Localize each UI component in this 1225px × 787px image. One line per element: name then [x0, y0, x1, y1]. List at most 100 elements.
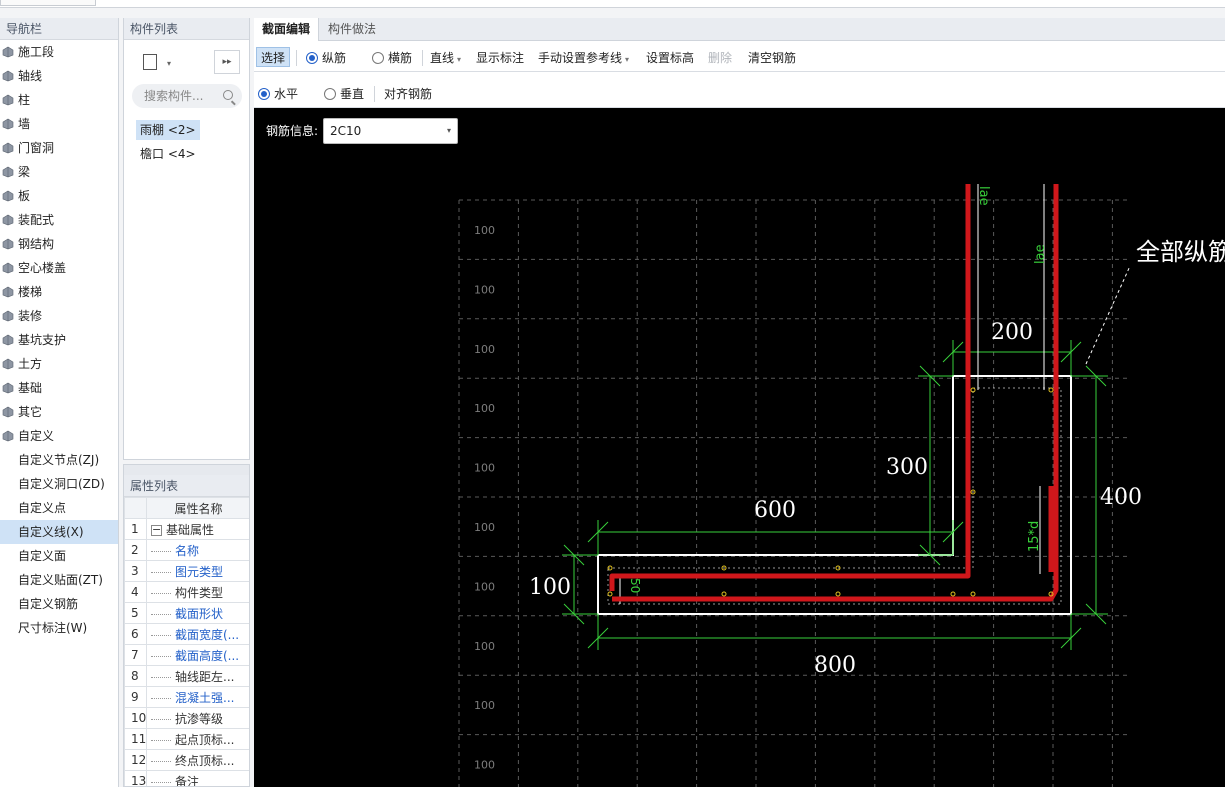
nav-item-wall[interactable]: 墙 — [0, 112, 118, 136]
property-name-cell: 截面宽度(... — [146, 623, 249, 645]
rebar-node[interactable] — [835, 565, 841, 571]
nav-item-hollow-floor[interactable]: 空心楼盖 — [0, 256, 118, 280]
search-icon[interactable] — [223, 90, 233, 100]
select-button[interactable]: 选择 — [256, 47, 291, 67]
rebar-node[interactable] — [970, 591, 976, 597]
rebar-node[interactable] — [970, 489, 976, 495]
tab-component-method[interactable]: 构件做法 — [328, 22, 377, 36]
chevron-down-icon: ▾ — [457, 55, 462, 64]
rebar-node[interactable] — [1048, 591, 1054, 597]
rebar-group[interactable] — [609, 184, 1059, 602]
nav-item-earthwork[interactable]: 土方 — [0, 352, 118, 376]
nav-item-door-window[interactable]: 门窗洞 — [0, 136, 118, 160]
collapse-icon[interactable]: − — [151, 522, 162, 536]
nav-subitem[interactable]: 自定义洞口(ZD) — [0, 472, 118, 496]
rebar-info-select[interactable]: 2C10 ▾ — [323, 118, 458, 144]
line-mode-dropdown[interactable]: 直线▾ — [430, 48, 461, 68]
nav-item-steel-structure[interactable]: 钢结构 — [0, 232, 118, 256]
longitudinal-label: 纵筋 — [322, 51, 347, 65]
nav-subitem-label: 自定义钢筋 — [18, 597, 79, 611]
horizontal-radio[interactable]: 水平 — [258, 84, 298, 104]
rebar-node[interactable] — [721, 565, 727, 571]
nav-item-custom[interactable]: 自定义 — [0, 424, 118, 448]
dim-label-800: 800 — [814, 653, 856, 678]
component-list-panel: 构件列表 ▾ ▸▸ 搜索构件... 雨棚 <2> 檐口 <4> — [123, 18, 250, 460]
nav-item-slab[interactable]: 板 — [0, 184, 118, 208]
grid-label: 100 — [474, 521, 495, 534]
main-tabs: 截面编辑 构件做法 — [254, 18, 1225, 41]
nav-item-label: 其它 — [18, 405, 43, 419]
manual-reference-line-dropdown[interactable]: 手动设置参考线▾ — [538, 48, 629, 68]
nav-subitem[interactable]: 自定义面 — [0, 544, 118, 568]
tab-section-edit[interactable]: 截面编辑 — [254, 18, 320, 41]
grid-label: 100 — [474, 759, 495, 772]
align-rebar-button[interactable]: 对齐钢筋 — [384, 87, 433, 101]
nav-subitem[interactable]: 尺寸标注(W) — [0, 616, 118, 640]
longitudinal-rebar-radio[interactable]: 纵筋 — [306, 48, 346, 68]
show-labels-button[interactable]: 显示标注 — [476, 51, 525, 65]
nav-item-grid-axis[interactable]: 轴线 — [0, 64, 118, 88]
rebar-node[interactable] — [835, 591, 841, 597]
rebar-top[interactable] — [609, 184, 971, 591]
rebar-outer[interactable] — [612, 184, 1059, 602]
nav-item-prefab[interactable]: 装配式 — [0, 208, 118, 232]
new-component-button[interactable]: ▾ — [136, 50, 180, 74]
property-name-label: 起点顶标... — [175, 732, 235, 747]
set-elevation-button[interactable]: 设置标高 — [646, 51, 695, 65]
toolbar-separator — [374, 86, 375, 102]
nav-subitem[interactable]: 自定义钢筋 — [0, 592, 118, 616]
transverse-rebar-radio[interactable]: 横筋 — [372, 48, 412, 68]
nav-subitem[interactable]: 自定义节点(ZJ) — [0, 448, 118, 472]
component-tools: ▾ ▸▸ — [124, 40, 249, 82]
rebar-node[interactable] — [607, 591, 613, 597]
delete-button[interactable]: 删除 — [708, 51, 733, 65]
property-name-label: 图元类型 — [175, 564, 224, 579]
nav-item-column[interactable]: 柱 — [0, 88, 118, 112]
property-row[interactable]: 1−基础属性 — [124, 518, 249, 540]
nav-item-construction-segment[interactable]: 施工段 — [0, 40, 118, 64]
nav-subitem[interactable]: 自定义线(X) — [0, 520, 118, 544]
rebar-node[interactable] — [970, 387, 976, 393]
rebar-node[interactable] — [1048, 387, 1054, 393]
component-search-input[interactable]: 搜索构件... — [132, 84, 242, 108]
rebar-node[interactable] — [607, 565, 613, 571]
property-row-number: 13 — [124, 770, 147, 786]
rebar-node[interactable] — [950, 591, 956, 597]
pit-support-icon — [2, 334, 14, 346]
other-icon — [2, 406, 14, 418]
nav-item-stair[interactable]: 楼梯 — [0, 280, 118, 304]
nav-item-other[interactable]: 其它 — [0, 400, 118, 424]
nav-item-beam[interactable]: 梁 — [0, 160, 118, 184]
nav-item-pit-support[interactable]: 基坑支护 — [0, 328, 118, 352]
rebar-node[interactable] — [721, 591, 727, 597]
nav-subitem-label: 自定义面 — [18, 549, 67, 563]
panel-splitter[interactable] — [124, 465, 249, 475]
more-tools-button[interactable]: ▸▸ — [214, 50, 240, 74]
vertical-radio[interactable]: 垂直 — [324, 84, 364, 104]
nav-item-foundation[interactable]: 基础 — [0, 376, 118, 400]
nav-subitem[interactable]: 自定义贴面(ZT) — [0, 568, 118, 592]
component-item-eave[interactable]: 檐口 <4> — [140, 147, 196, 161]
nav-subitem[interactable]: 自定义点 — [0, 496, 118, 520]
toolbar-separator — [422, 50, 423, 66]
nav-item-label: 自定义 — [18, 429, 55, 443]
clear-rebar-button[interactable]: 清空钢筋 — [748, 51, 797, 65]
nav-item-decoration[interactable]: 装修 — [0, 304, 118, 328]
component-item-canopy[interactable]: 雨棚 <2> — [136, 120, 200, 140]
